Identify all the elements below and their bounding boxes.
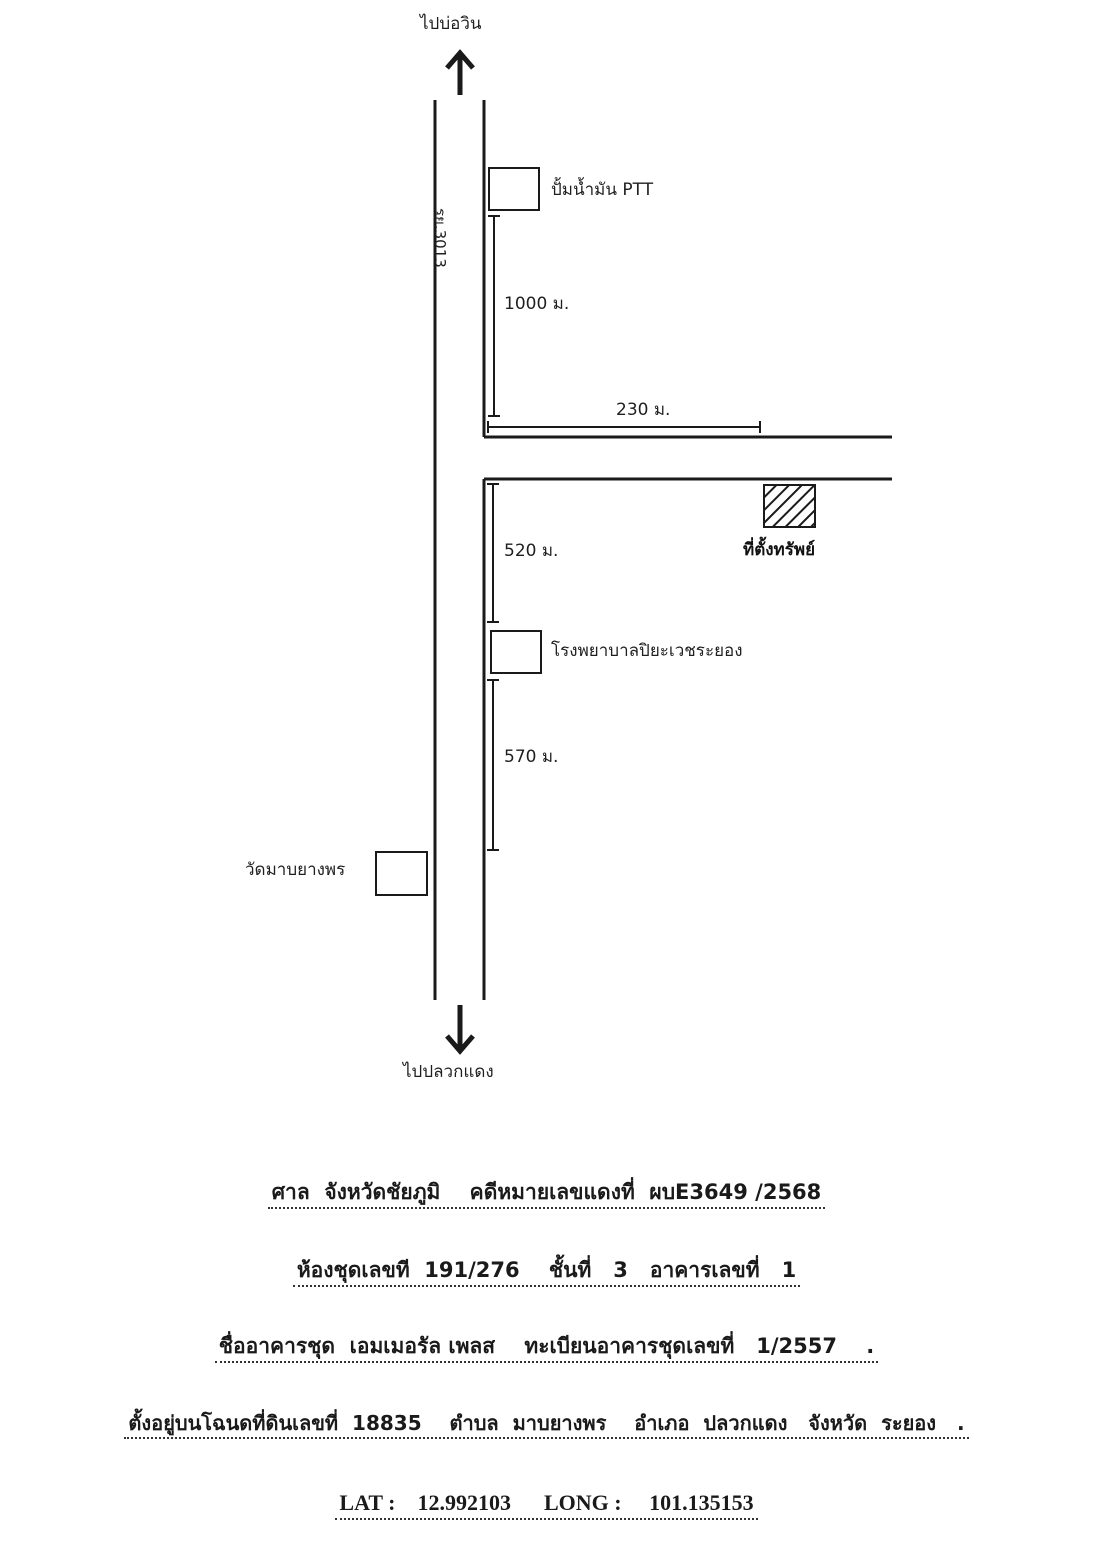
distance-label-570: 570 ม.: [504, 747, 559, 767]
distance-marker-1000: [488, 215, 500, 417]
deed-label: ตั้งอยู่บนโฉนดที่ดินเลขที่: [128, 1411, 339, 1435]
building-name-label: ชื่ออาคารชุด: [218, 1334, 336, 1358]
distance-label-230: 230 ม.: [616, 400, 671, 420]
bottom-direction-label: ไปปลวกแดง: [403, 1062, 494, 1082]
line-end-mark: .: [956, 1411, 965, 1435]
district-value: ปลวกแดง: [703, 1411, 788, 1435]
unit-line: ห้องชุดเลขที 191/276 ชั้นที่ 3 อาคารเลขท…: [0, 1258, 1093, 1288]
gas-station-box: [488, 167, 540, 211]
registration-label: ทะเบียนอาคารชุดเลขที่: [524, 1334, 735, 1358]
property-box: [763, 484, 816, 528]
distance-label-1000: 1000 ม.: [504, 294, 570, 314]
hospital-box: [490, 630, 542, 674]
unit-value: 191/276: [424, 1258, 520, 1282]
long-value: 101.135153: [649, 1490, 754, 1515]
subdistrict-label: ตำบล: [449, 1411, 499, 1435]
district-label: อำเภอ: [634, 1411, 690, 1435]
court-label: ศาล: [271, 1180, 310, 1204]
building-label: อาคารเลขที่: [649, 1258, 760, 1282]
distance-marker-230: [487, 421, 761, 433]
floor-label: ชั้นที่: [548, 1258, 592, 1282]
hospital-label: โรงพยาบาลปิยะเวชระยอง: [551, 641, 743, 661]
registration-value: 1/2557: [756, 1334, 837, 1358]
location-map: [375, 49, 892, 1055]
distance-marker-520: [487, 483, 499, 623]
top-direction-label: ไปบ่อวิน: [420, 14, 482, 34]
province-value: ระยอง: [881, 1411, 937, 1435]
court-case-line: ศาล จังหวัดชัยภูมิ คดีหมายเลขแดงที่ ผบE3…: [0, 1180, 1093, 1210]
building-name-value: เอมเมอรัล เพลส: [349, 1334, 496, 1358]
case-label: คดีหมายเลขแดงที่: [469, 1180, 635, 1204]
distance-marker-570: [487, 679, 499, 851]
case-value: ผบE3649 /2568: [649, 1180, 822, 1204]
long-label: LONG :: [543, 1490, 622, 1515]
temple-box: [375, 851, 428, 896]
arrow-up-icon: [445, 49, 475, 95]
court-value: จังหวัดชัยภูมิ: [324, 1180, 441, 1204]
road-code-label: รย.3013: [431, 208, 449, 268]
unit-label: ห้องชุดเลขที: [296, 1258, 410, 1282]
province-label: จังหวัด: [808, 1411, 868, 1435]
deed-value: 18835: [352, 1411, 422, 1435]
building-name-line: ชื่ออาคารชุด เอมเมอรัล เพลส ทะเบียนอาคาร…: [0, 1334, 1093, 1364]
distance-label-520: 520 ม.: [504, 541, 559, 561]
line-end-mark: .: [866, 1334, 875, 1358]
lat-label: LAT :: [339, 1490, 396, 1515]
lat-value: 12.992103: [417, 1490, 511, 1515]
coordinates-line: LAT : 12.992103 LONG : 101.135153: [0, 1490, 1093, 1521]
floor-value: 3: [613, 1258, 628, 1282]
subdistrict-value: มาบยางพร: [512, 1411, 607, 1435]
temple-label: วัดมาบยางพร: [245, 860, 346, 880]
location-line: ตั้งอยู่บนโฉนดที่ดินเลขที่ 18835 ตำบล มา…: [0, 1411, 1093, 1439]
property-label: ที่ตั้งทรัพย์: [743, 540, 816, 560]
building-value: 1: [781, 1258, 797, 1282]
gas-station-label: ปั้มน้ำมัน PTT: [551, 180, 654, 200]
arrow-down-icon: [445, 1005, 475, 1055]
